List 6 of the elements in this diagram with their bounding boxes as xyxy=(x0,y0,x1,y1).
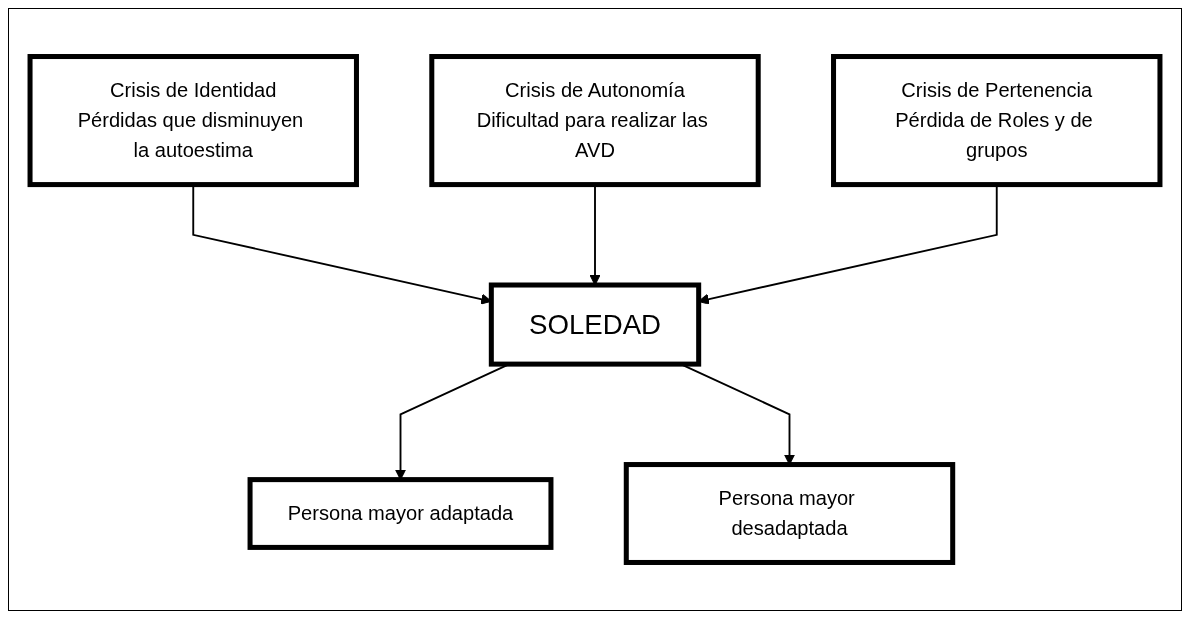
node-box: Crisis de Autonomía Dificultad para realizar las AVD xyxy=(429,54,761,188)
node-box: Persona mayor desadaptada xyxy=(623,462,956,565)
node-box: Crisis de Pertenencia Pérdida de Roles y de grupos xyxy=(831,54,1163,188)
node-box: Persona mayor adaptada xyxy=(247,477,554,550)
node-box: SOLEDAD xyxy=(488,282,702,367)
node-box: Crisis de Identidad Pérdidas que disminuyen la autoestima xyxy=(27,54,359,188)
